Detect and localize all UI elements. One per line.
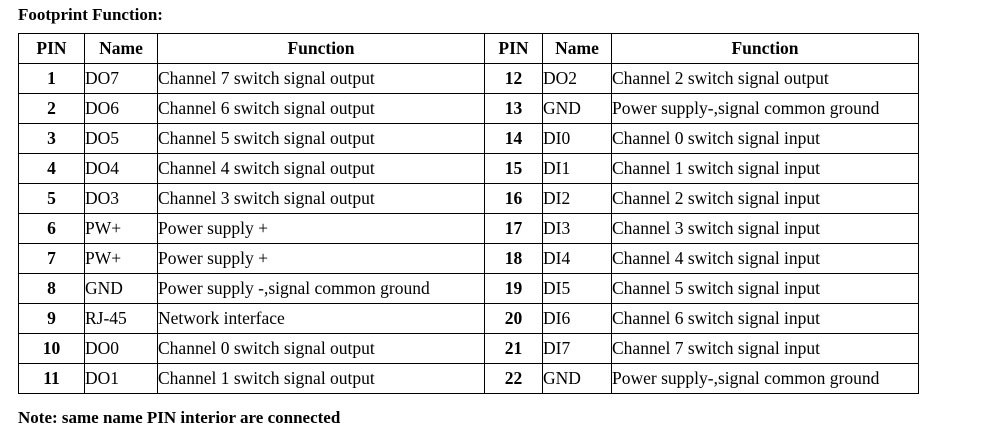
pin-number-cell: 16 (484, 183, 543, 214)
pin-function-cell: Power supply-,signal common ground (611, 363, 919, 394)
pin-number-cell: 18 (484, 243, 543, 274)
pin-name-cell: DO6 (84, 93, 158, 124)
pin-number-cell: 2 (18, 93, 85, 124)
table-header-row: PIN Name Function PIN Name Function (18, 33, 919, 64)
pin-number-cell: 22 (484, 363, 543, 394)
pin-name-cell: PW+ (84, 213, 158, 244)
pin-number-cell: 6 (18, 213, 85, 244)
pin-function-cell: Channel 0 switch signal output (157, 333, 485, 364)
pin-function-cell: Channel 1 switch signal input (611, 153, 919, 184)
pin-number-cell: 20 (484, 303, 543, 334)
pin-function-cell: Power supply -,signal common ground (157, 273, 485, 304)
pin-name-cell: DI7 (542, 333, 612, 364)
pin-number-cell: 1 (18, 63, 85, 94)
pin-name-cell: DO3 (84, 183, 158, 214)
pin-name-cell: DO0 (84, 333, 158, 364)
pin-name-cell: PW+ (84, 243, 158, 274)
header-pin-right: PIN (484, 33, 543, 64)
pin-number-cell: 15 (484, 153, 543, 184)
pin-number-cell: 10 (18, 333, 85, 364)
pin-name-cell: GND (84, 273, 158, 304)
header-pin-left: PIN (18, 33, 85, 64)
pin-name-cell: DI0 (542, 123, 612, 154)
pin-number-cell: 13 (484, 93, 543, 124)
pin-number-cell: 8 (18, 273, 85, 304)
pin-number-cell: 19 (484, 273, 543, 304)
pin-name-cell: GND (542, 93, 612, 124)
pin-number-cell: 5 (18, 183, 85, 214)
pin-function-cell: Channel 6 switch signal input (611, 303, 919, 334)
header-function-left: Function (157, 33, 485, 64)
pin-name-cell: DO5 (84, 123, 158, 154)
pin-name-cell: DO7 (84, 63, 158, 94)
pin-number-cell: 3 (18, 123, 85, 154)
pin-number-cell: 9 (18, 303, 85, 334)
pin-function-cell: Channel 7 switch signal output (157, 63, 485, 94)
pin-function-cell: Channel 2 switch signal output (611, 63, 919, 94)
pin-function-cell: Power supply-,signal common ground (611, 93, 919, 124)
pin-name-cell: DI2 (542, 183, 612, 214)
pin-function-cell: Power supply + (157, 213, 485, 244)
pin-function-cell: Power supply + (157, 243, 485, 274)
page-title: Footprint Function: (18, 5, 163, 24)
pin-name-cell: DO2 (542, 63, 612, 94)
pin-number-cell: 14 (484, 123, 543, 154)
pin-function-cell: Channel 6 switch signal output (157, 93, 485, 124)
header-name-left: Name (84, 33, 158, 64)
pin-function-cell: Channel 1 switch signal output (157, 363, 485, 394)
pin-function-cell: Channel 5 switch signal output (157, 123, 485, 154)
pin-function-cell: Channel 4 switch signal input (611, 243, 919, 274)
pin-name-cell: DI6 (542, 303, 612, 334)
connection-note: Note: same name PIN interior are connect… (18, 408, 341, 427)
pin-function-cell: Network interface (157, 303, 485, 334)
pin-number-cell: 7 (18, 243, 85, 274)
header-name-right: Name (542, 33, 612, 64)
pin-name-cell: RJ-45 (84, 303, 158, 334)
pin-name-cell: DO1 (84, 363, 158, 394)
pin-number-cell: 21 (484, 333, 543, 364)
pin-name-cell: DI5 (542, 273, 612, 304)
pin-name-cell: DI4 (542, 243, 612, 274)
pin-number-cell: 4 (18, 153, 85, 184)
pin-name-cell: DO4 (84, 153, 158, 184)
pin-function-cell: Channel 7 switch signal input (611, 333, 919, 364)
header-function-right: Function (611, 33, 919, 64)
pin-function-cell: Channel 4 switch signal output (157, 153, 485, 184)
pin-number-cell: 17 (484, 213, 543, 244)
pin-function-cell: Channel 2 switch signal input (611, 183, 919, 214)
pin-name-cell: DI1 (542, 153, 612, 184)
pin-number-cell: 12 (484, 63, 543, 94)
pin-name-cell: DI3 (542, 213, 612, 244)
pin-name-cell: GND (542, 363, 612, 394)
pin-number-cell: 11 (18, 363, 85, 394)
pin-function-cell: Channel 3 switch signal input (611, 213, 919, 244)
pin-function-cell: Channel 5 switch signal input (611, 273, 919, 304)
pin-function-cell: Channel 0 switch signal input (611, 123, 919, 154)
pin-function-cell: Channel 3 switch signal output (157, 183, 485, 214)
